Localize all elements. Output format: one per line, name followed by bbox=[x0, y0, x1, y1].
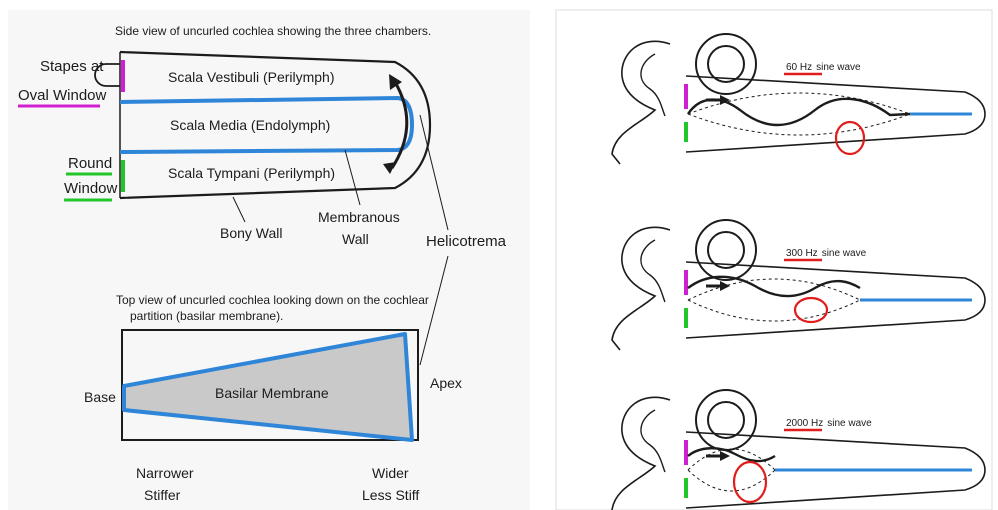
frequency-value: 2000 Hz bbox=[786, 418, 823, 429]
scala-media-label: Scala Media (Endolymph) bbox=[170, 117, 330, 133]
apex-label: Apex bbox=[430, 375, 462, 391]
frequency-label: 2000 Hz sine wave bbox=[786, 418, 872, 429]
stapes-label: Stapes at bbox=[40, 58, 104, 75]
narrower-label: Narrower bbox=[136, 465, 194, 481]
frequency-label: 300 Hz sine wave bbox=[786, 248, 867, 259]
membranous-label-1: Membranous bbox=[318, 209, 400, 225]
scala-vestibuli-label: Scala Vestibuli (Perilymph) bbox=[168, 69, 335, 85]
bony-wall-label: Bony Wall bbox=[220, 225, 283, 241]
scala-tympani-label: Scala Tympani (Perilymph) bbox=[168, 165, 335, 181]
frequency-label: 60 Hz sine wave bbox=[786, 62, 861, 73]
left-panel-background bbox=[8, 10, 530, 510]
round-label: Round bbox=[68, 155, 112, 172]
frequency-value: 300 Hz bbox=[786, 248, 818, 259]
sine-wave-text: sine wave bbox=[816, 62, 861, 73]
membranous-label-2: Wall bbox=[342, 231, 369, 247]
basilar-membrane-label: Basilar Membrane bbox=[215, 385, 329, 401]
side-view-caption: Side view of uncurled cochlea showing th… bbox=[115, 24, 431, 38]
less-stiff-label: Less Stiff bbox=[362, 487, 419, 503]
sine-wave-text: sine wave bbox=[827, 418, 872, 429]
oval-window-label: Oval Window bbox=[18, 87, 107, 104]
helicotrema-label: Helicotrema bbox=[426, 233, 507, 250]
wider-label: Wider bbox=[372, 465, 409, 481]
top-view-caption-1: Top view of uncurled cochlea looking dow… bbox=[116, 293, 429, 307]
base-label: Base bbox=[84, 389, 116, 405]
window-label: Window bbox=[64, 180, 118, 197]
frequency-value: 60 Hz bbox=[786, 62, 812, 73]
top-view-caption-2: partition (basilar membrane). bbox=[130, 309, 283, 323]
sine-wave-text: sine wave bbox=[822, 248, 867, 259]
stiffer-label: Stiffer bbox=[144, 487, 181, 503]
